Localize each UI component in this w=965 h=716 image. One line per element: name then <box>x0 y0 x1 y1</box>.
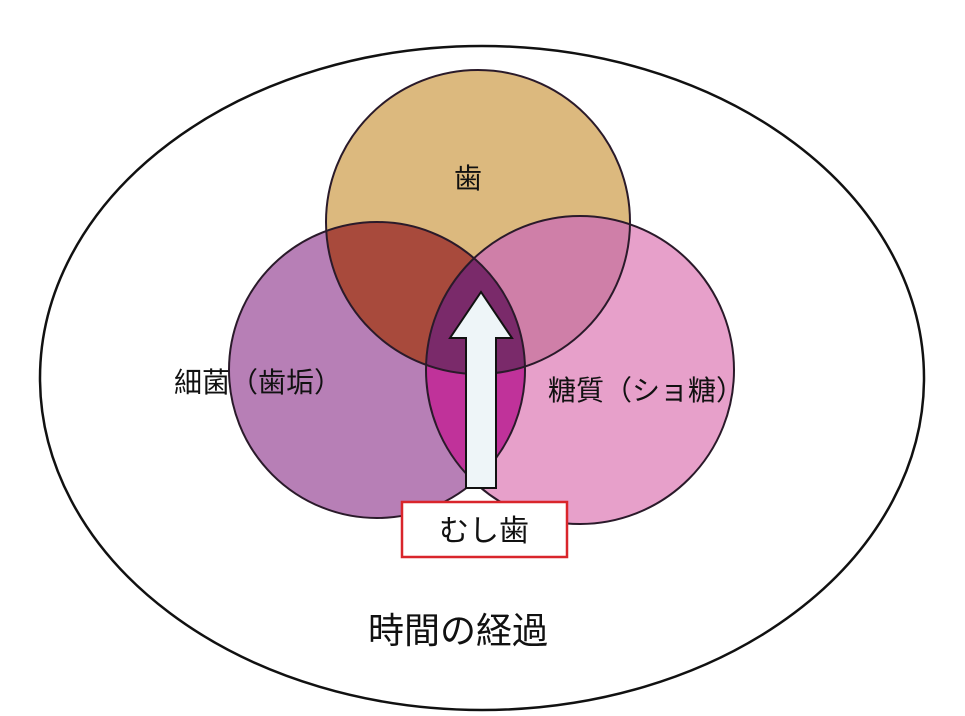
caries-label: むし歯 <box>439 514 529 549</box>
sugar-label: 糖質（ショ糖） <box>548 374 744 407</box>
upward-arrow <box>448 290 514 489</box>
teeth-label: 歯 <box>454 162 482 195</box>
caries-box <box>400 500 569 559</box>
bacteria-label: 細菌（歯垢） <box>174 366 342 399</box>
time-label: 時間の経過 <box>368 611 548 652</box>
